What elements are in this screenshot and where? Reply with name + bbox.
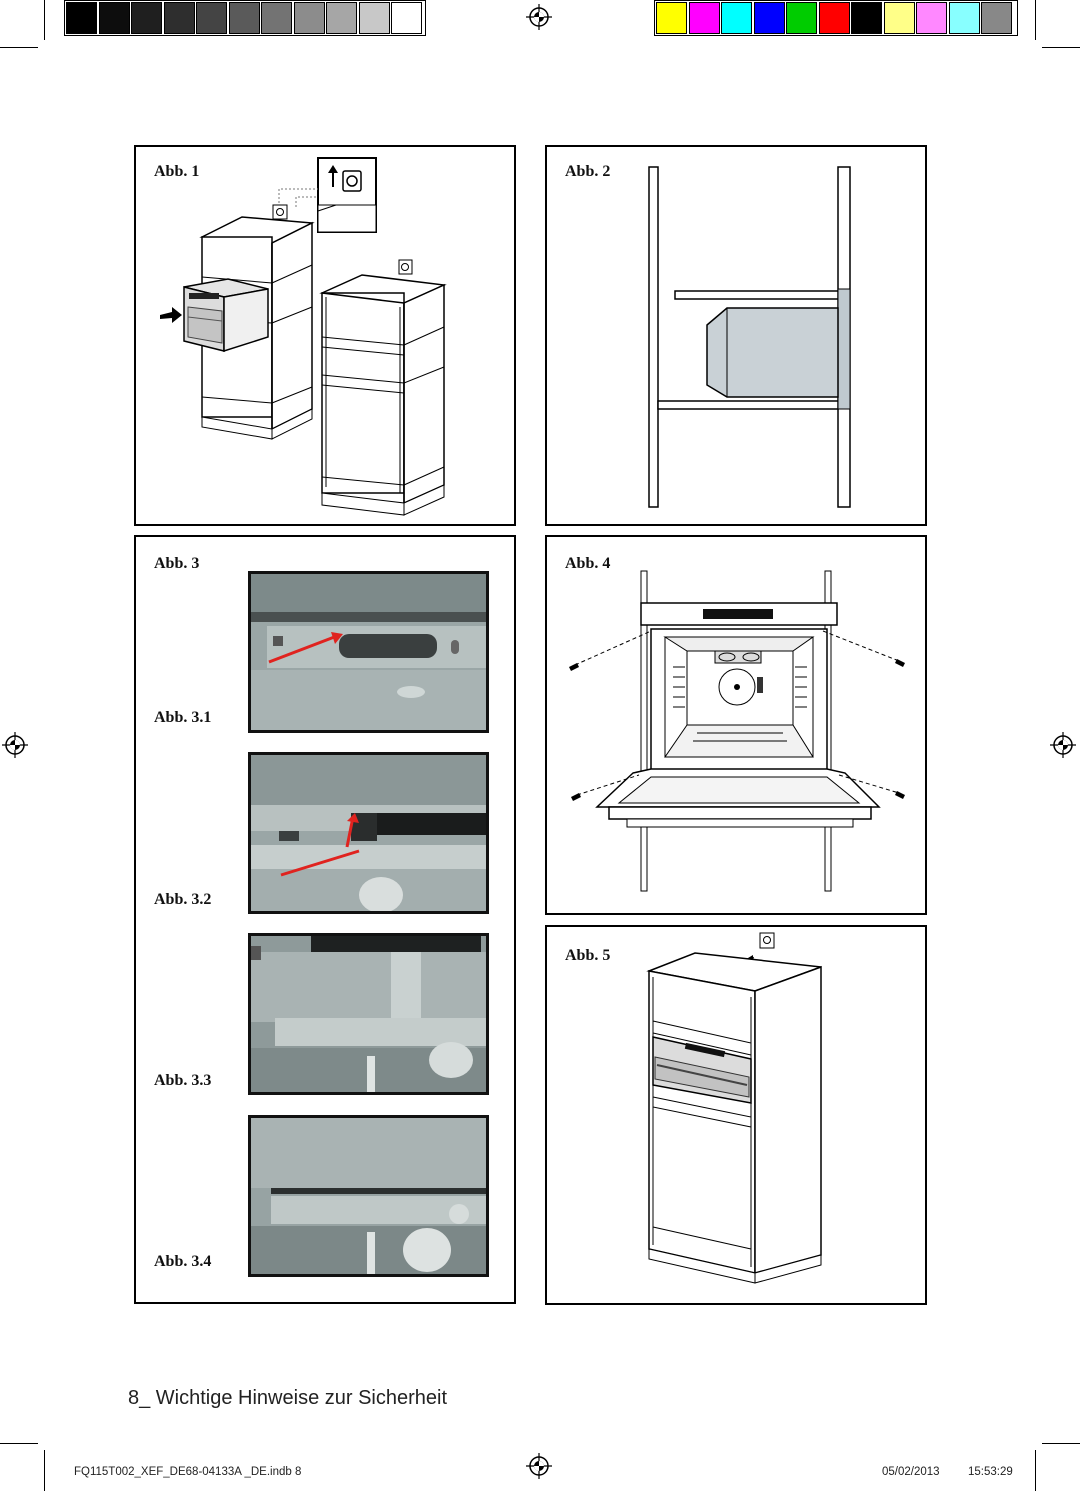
figure-label: Abb. 3.4 bbox=[154, 1253, 212, 1270]
color-swatch bbox=[261, 2, 292, 34]
color-swatch bbox=[851, 2, 882, 34]
figure-abb2-panel: Abb. 2 bbox=[545, 145, 927, 526]
registration-icon bbox=[526, 1453, 552, 1479]
oven-fixing-screws-illustration bbox=[569, 570, 905, 892]
crop-mark bbox=[1042, 1443, 1080, 1444]
cabinet-side-view-illustration bbox=[648, 166, 851, 508]
figure-label: Abb. 2 bbox=[565, 163, 611, 180]
color-swatch bbox=[131, 2, 162, 34]
color-swatch bbox=[98, 2, 130, 34]
registration-icon bbox=[526, 4, 552, 30]
registration-icon bbox=[2, 732, 28, 758]
crop-mark bbox=[44, 0, 45, 40]
color-swatch bbox=[196, 2, 227, 34]
color-swatch bbox=[981, 2, 1012, 34]
color-calibration-bar bbox=[654, 0, 1018, 36]
color-swatch bbox=[228, 2, 260, 34]
figure-abb5-panel: Abb. 5 bbox=[545, 925, 927, 1305]
figure-label: Abb. 3.2 bbox=[154, 891, 212, 908]
color-swatch bbox=[786, 2, 817, 34]
figure-label: Abb. 3 bbox=[154, 555, 200, 572]
figure-label: Abb. 3.1 bbox=[154, 709, 212, 726]
color-swatch bbox=[326, 2, 357, 34]
cabinet-installation-illustration bbox=[160, 157, 447, 516]
photo-abb-3-3 bbox=[248, 933, 489, 1095]
figure-label: Abb. 3.3 bbox=[154, 1072, 212, 1089]
color-swatch bbox=[883, 2, 915, 34]
grayscale-calibration-bar bbox=[64, 0, 426, 36]
crop-mark bbox=[0, 1443, 38, 1444]
photo-abb-3-1 bbox=[248, 571, 489, 733]
color-swatch bbox=[818, 2, 850, 34]
crop-mark bbox=[1035, 0, 1036, 40]
photo-abb-3-2 bbox=[248, 752, 489, 914]
color-swatch bbox=[916, 2, 947, 34]
footer-filename: FQ115T002_XEF_DE68-04133A _DE.indb 8 bbox=[74, 1466, 302, 1478]
crop-mark bbox=[0, 47, 38, 48]
figure-label: Abb. 4 bbox=[565, 555, 611, 572]
footer-date: 05/02/2013 bbox=[882, 1466, 940, 1478]
color-swatch bbox=[66, 2, 97, 34]
color-swatch bbox=[948, 2, 980, 34]
color-swatch bbox=[656, 2, 687, 34]
crop-mark bbox=[1035, 1450, 1036, 1491]
footer-time: 15:53:29 bbox=[968, 1466, 1013, 1478]
page-title: 8_ Wichtige Hinweise zur Sicherheit bbox=[128, 1387, 448, 1409]
figure-abb3-panel: Abb. 3 Abb. 3.1 Abb. 3.2 Abb. 3.3 Abb. 3… bbox=[134, 535, 516, 1304]
screw-icon bbox=[838, 774, 905, 799]
figure-label: Abb. 1 bbox=[154, 163, 200, 180]
crop-mark bbox=[44, 1450, 45, 1491]
screw-icon bbox=[569, 630, 652, 671]
figure-label: Abb. 5 bbox=[565, 947, 611, 964]
photo-abb-3-4 bbox=[248, 1115, 489, 1277]
crop-mark bbox=[1042, 47, 1080, 48]
color-swatch bbox=[163, 2, 195, 34]
figure-abb4-panel: Abb. 4 bbox=[545, 535, 927, 915]
installed-oven-cabinet-illustration bbox=[646, 932, 822, 1284]
color-swatch bbox=[688, 2, 720, 34]
color-swatch bbox=[753, 2, 785, 34]
color-swatch bbox=[391, 2, 422, 34]
color-swatch bbox=[293, 2, 325, 34]
color-swatch bbox=[358, 2, 390, 34]
color-swatch bbox=[721, 2, 752, 34]
screw-icon bbox=[822, 630, 905, 667]
screw-icon bbox=[571, 774, 640, 801]
registration-icon bbox=[1050, 732, 1076, 758]
figure-abb1-panel: Abb. 1 bbox=[134, 145, 516, 526]
